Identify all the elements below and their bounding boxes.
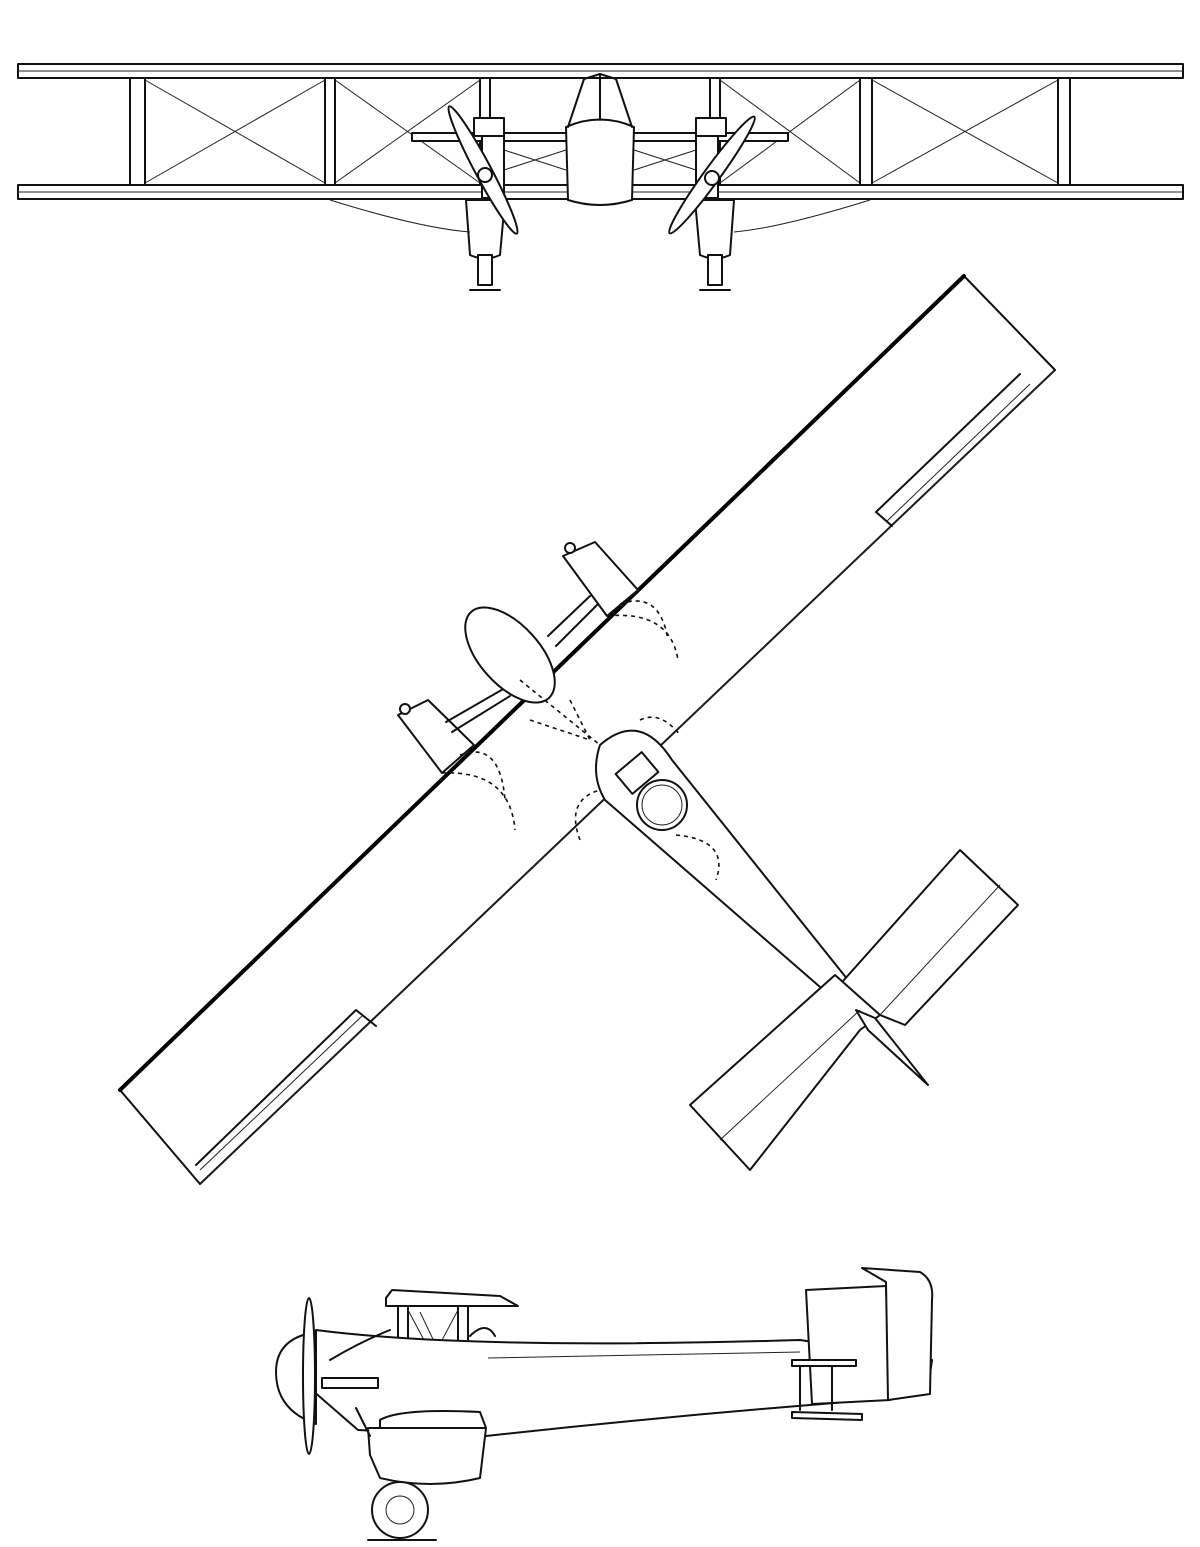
side-view <box>275 1267 934 1541</box>
top-right-aileron <box>875 373 1031 527</box>
top-engine-nacelles <box>397 541 679 831</box>
side-engine-nacelle <box>355 1407 487 1485</box>
side-lower-wing <box>379 1410 487 1429</box>
top-tailplane <box>689 849 1019 1171</box>
top-fuselage-nose <box>464 606 556 704</box>
top-left-aileron <box>195 1009 377 1171</box>
side-cockpit-fairing <box>329 1327 496 1361</box>
front-view <box>17 63 1184 291</box>
front-left-engine <box>447 105 519 291</box>
side-upper-wing <box>385 1289 519 1307</box>
front-bracing-wire <box>719 79 861 184</box>
side-landing-gear <box>367 1481 437 1541</box>
top-wing <box>118 274 1056 1185</box>
front-bracing-wire <box>334 79 481 184</box>
front-undercarriage-wires <box>329 149 871 233</box>
top-fuselage-body <box>519 679 861 1001</box>
front-bracing-wire <box>144 79 326 184</box>
side-tail-fin <box>805 1267 934 1405</box>
top-rudder <box>855 1009 929 1086</box>
front-fuselage <box>565 73 635 206</box>
top-nacelle-booms <box>445 595 599 733</box>
front-bracing-wire <box>871 79 1059 184</box>
top-view <box>118 274 1056 1185</box>
side-nose-engine <box>275 1297 379 1455</box>
side-tailplane <box>791 1359 863 1421</box>
front-upper-wing <box>17 63 1184 79</box>
front-bracing-wires <box>144 79 1059 184</box>
front-right-engine <box>668 115 756 291</box>
